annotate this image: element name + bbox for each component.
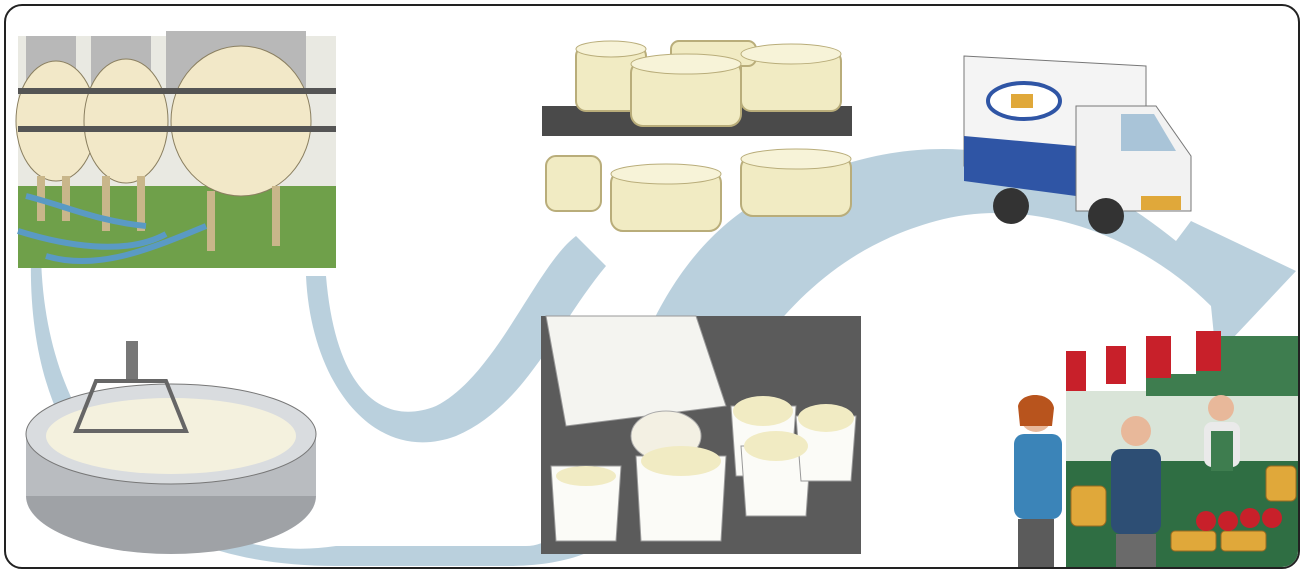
step-milking bbox=[16, 31, 336, 268]
diagram-canvas bbox=[6, 6, 1300, 569]
customer-woman bbox=[1014, 395, 1062, 567]
process-diagram bbox=[4, 4, 1300, 569]
stirrer-shaft bbox=[126, 341, 138, 381]
step-market bbox=[1014, 331, 1300, 569]
truck-bumper-light bbox=[1141, 196, 1181, 210]
step-moulding bbox=[541, 316, 861, 554]
rail bbox=[18, 88, 336, 94]
truck-wheel bbox=[1088, 198, 1124, 234]
step-ripening bbox=[542, 41, 852, 231]
sheep-body bbox=[84, 59, 168, 183]
step-curdling bbox=[26, 341, 316, 554]
worker-arms bbox=[546, 316, 726, 426]
truck-wheel bbox=[993, 188, 1029, 224]
step-transport bbox=[964, 56, 1191, 234]
logo-cheese bbox=[1011, 94, 1033, 108]
sheep-body bbox=[171, 46, 311, 196]
rail bbox=[18, 126, 336, 132]
